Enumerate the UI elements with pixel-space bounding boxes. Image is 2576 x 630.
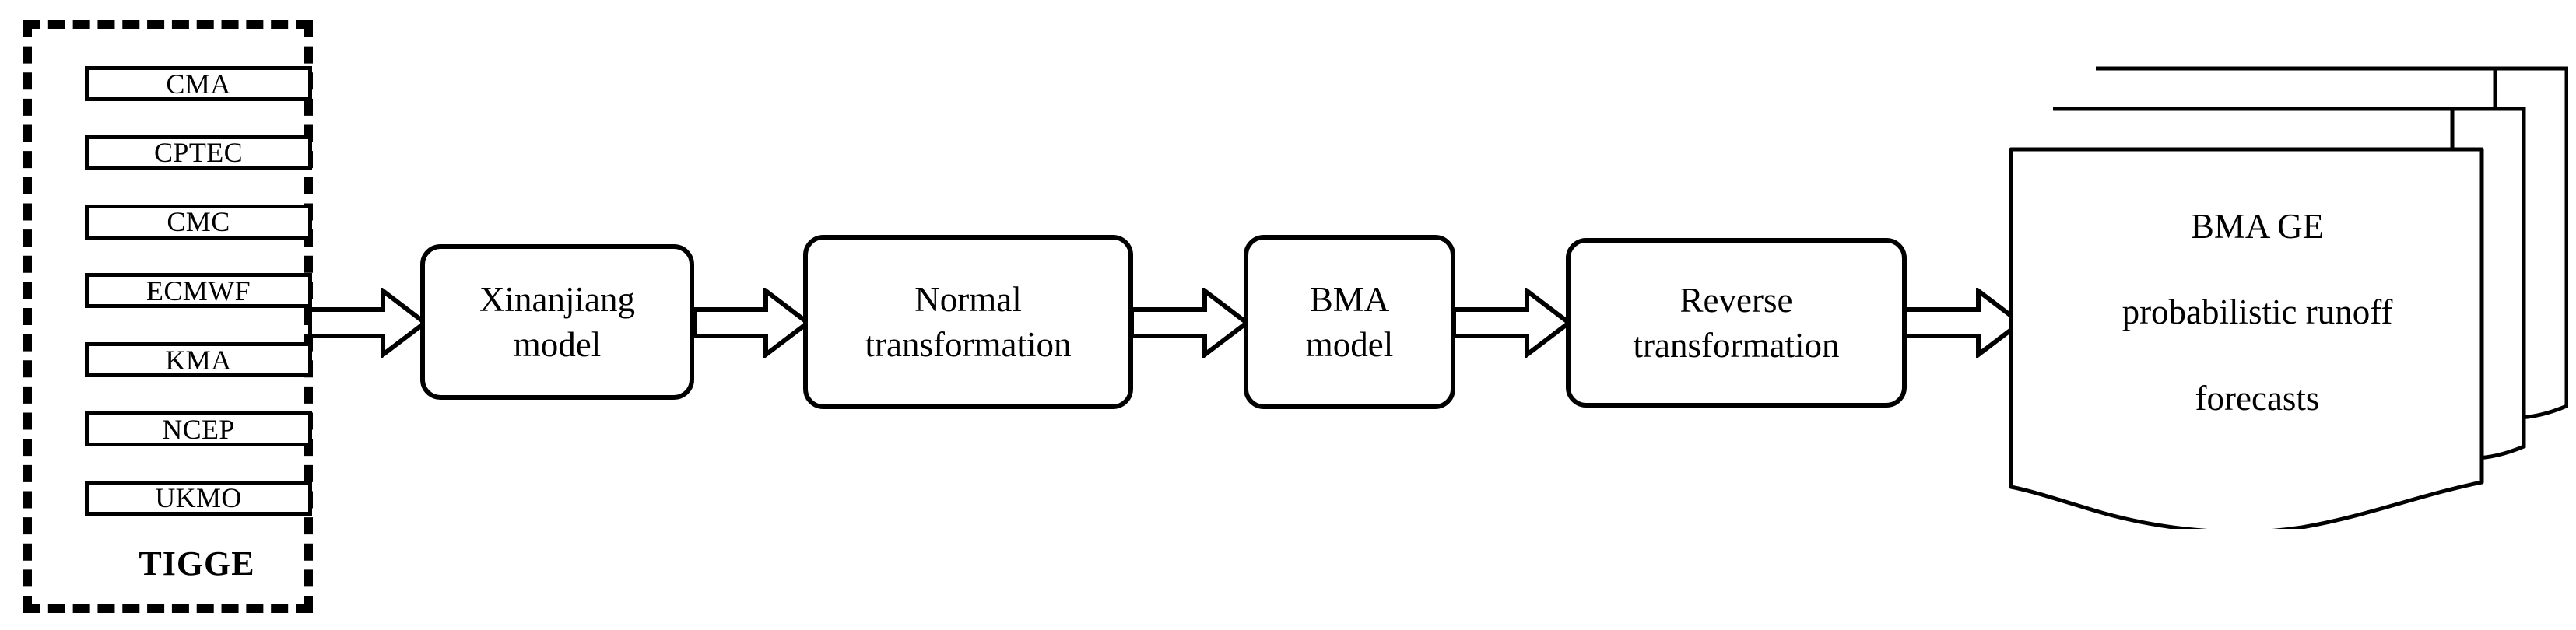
process-label-xinanjiang: Xinanjiang model: [479, 279, 635, 365]
source-label-ukmo: UKMO: [155, 482, 242, 514]
tigge-group-label: TIGGE: [139, 544, 255, 583]
arrow-bma-to-reverse: [1452, 288, 1571, 358]
tigge-source-list: CMA CPTEC CMC ECMWF KMA NCEP UKMO: [85, 66, 312, 516]
process-box-reverse-transformation[interactable]: Reverse transformation: [1566, 238, 1907, 408]
process-label-normal-transformation: Normal transformation: [865, 279, 1072, 365]
source-label-cptec: CPTEC: [153, 137, 244, 169]
arrow-normal-to-bma: [1130, 288, 1248, 358]
source-label-cmc: CMC: [167, 206, 230, 238]
output-label: BMA GE probabilistic runoff forecasts: [2122, 207, 2393, 418]
source-label-cma: CMA: [166, 68, 231, 100]
source-label-ncep: NCEP: [162, 413, 235, 445]
tigge-ensemble-group: CMA CPTEC CMC ECMWF KMA NCEP UKMO TIGGE: [23, 20, 313, 613]
source-box-ukmo[interactable]: UKMO: [85, 480, 312, 516]
source-box-ncep[interactable]: NCEP: [85, 411, 312, 447]
document-page-front: [2009, 147, 2484, 529]
process-label-bma-model: BMA model: [1305, 279, 1394, 365]
process-box-normal-transformation[interactable]: Normal transformation: [803, 235, 1133, 409]
arrow-reverse-to-output: [1904, 288, 2022, 358]
source-box-cma[interactable]: CMA: [85, 66, 312, 101]
source-box-cmc[interactable]: CMC: [85, 204, 312, 240]
source-box-ecmwf[interactable]: ECMWF: [85, 273, 312, 309]
arrow-tigge-to-xinanjiang: [308, 288, 426, 358]
arrow-xinanjiang-to-normal: [693, 288, 809, 358]
process-box-bma-model[interactable]: BMA model: [1244, 235, 1455, 409]
source-box-cptec[interactable]: CPTEC: [85, 135, 312, 170]
source-label-ecmwf: ECMWF: [146, 275, 251, 306]
process-box-xinanjiang[interactable]: Xinanjiang model: [420, 244, 694, 400]
process-label-reverse-transformation: Reverse transformation: [1633, 280, 1840, 366]
source-label-kma: KMA: [165, 344, 232, 376]
source-box-kma[interactable]: KMA: [85, 342, 312, 378]
output-document-stack[interactable]: [2000, 31, 2568, 529]
